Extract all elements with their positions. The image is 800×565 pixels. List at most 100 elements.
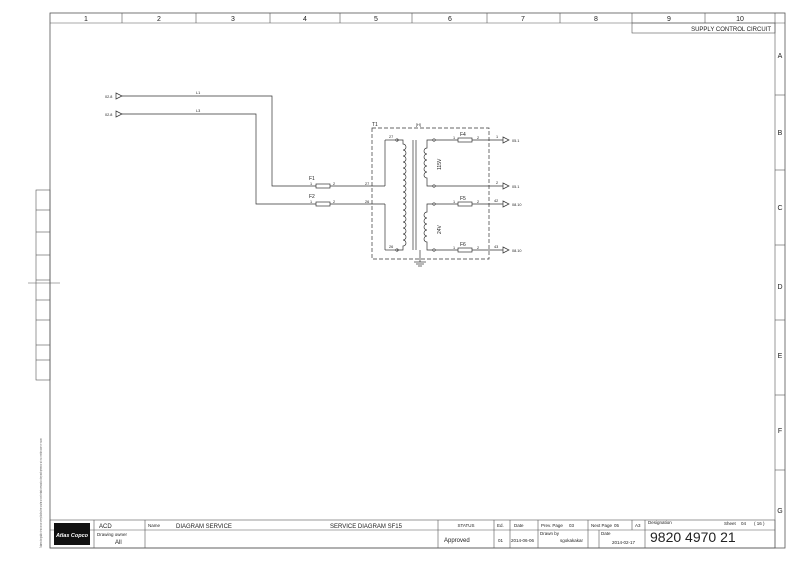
- wire-num: 26: [365, 200, 369, 204]
- ed: 01: [498, 538, 504, 543]
- output-arrow: [502, 182, 510, 190]
- col-num: 2: [157, 16, 161, 23]
- output-ref: 05.1: [512, 139, 519, 143]
- col-num: 5: [374, 16, 378, 23]
- wire-num: 2: [496, 181, 498, 185]
- output-ref: 08.10: [512, 249, 522, 253]
- title-box: [631, 22, 776, 34]
- drawing-subtitle: SERVICE DIAGRAM SF15: [330, 524, 403, 530]
- date2: 2014-02-17: [612, 540, 636, 545]
- title-block-text: Atlas Copco ACD Drawing owner All Name D…: [54, 520, 765, 546]
- designation-label: Designation: [648, 520, 672, 525]
- next-page: 05: [614, 523, 620, 528]
- pin: 2: [333, 182, 335, 186]
- wire-num: 27: [389, 135, 393, 139]
- input-ref: 02.8: [105, 95, 112, 99]
- status: Approved: [444, 538, 470, 544]
- fuse-label: F2: [309, 194, 315, 200]
- status-label: STATUS: [457, 523, 474, 528]
- date2-label: Date: [601, 531, 611, 536]
- name-label: Name: [148, 523, 161, 528]
- row-letter: A: [778, 53, 783, 60]
- transformer-enclosure: [371, 127, 490, 260]
- col-num: 4: [303, 16, 307, 23]
- input-arrow: [115, 110, 123, 118]
- title-block: [49, 519, 776, 549]
- col-num: 1: [84, 16, 88, 23]
- frame-outer: [49, 12, 786, 549]
- col-num: 8: [594, 16, 598, 23]
- circuit-diagram: [115, 92, 510, 267]
- fuse-f2: [315, 201, 331, 207]
- col-num: 10: [736, 16, 744, 23]
- col-num: 6: [448, 16, 452, 23]
- next-label: Next Page: [591, 523, 613, 528]
- output-ref: 05.1: [512, 185, 519, 189]
- date-label: Date: [514, 523, 524, 528]
- prev-label: Prev. Page: [541, 523, 563, 528]
- drawing-name: DIAGRAM SERVICE: [176, 524, 232, 530]
- owner-label: Drawing owner: [97, 532, 128, 537]
- row-letter: G: [777, 508, 782, 515]
- pin: 1: [310, 200, 312, 204]
- row-letter: D: [777, 284, 782, 291]
- voltage-24v: 24V: [437, 224, 443, 234]
- wire-label-l3: L3: [196, 109, 200, 113]
- row-letter: C: [777, 205, 782, 212]
- drawn-label: Drawn by: [540, 531, 560, 536]
- column-dividers: [121, 13, 706, 23]
- pin: 2: [477, 200, 479, 204]
- left-margin-boxes: [28, 189, 60, 381]
- col-num: 7: [521, 16, 525, 23]
- fuse-f6: [457, 247, 473, 253]
- company-logo-text: Atlas Copco: [55, 533, 89, 539]
- output-arrow: [502, 200, 510, 208]
- legal-note: This document or drawing and all the inf…: [39, 438, 43, 548]
- diagram-labels: 02.8 02.8 L1 L3 F1 1 2 F2 1 2 T1 [H] 27 …: [105, 91, 522, 253]
- primary-coil: [397, 139, 407, 251]
- col-num: 9: [667, 16, 671, 23]
- designation: 9820 4970 21: [650, 529, 736, 545]
- company-logo: [54, 523, 90, 545]
- pin: 1: [453, 136, 455, 140]
- wire-num: 1: [496, 135, 498, 139]
- wire-num: 27: [365, 182, 369, 186]
- sheet-number: 04: [741, 521, 747, 526]
- fuse-label: F1: [309, 176, 315, 182]
- fuse-label: F4: [460, 132, 466, 138]
- pin: 1: [453, 246, 455, 250]
- code: ACD: [99, 524, 112, 530]
- prev-page: 03: [569, 523, 575, 528]
- input-ref: 02.8: [105, 113, 112, 117]
- pin: 2: [477, 136, 479, 140]
- pin: 1: [453, 200, 455, 204]
- fuse-label: F5: [460, 196, 466, 202]
- wire-l3: [122, 113, 316, 205]
- sheet-label: Sheet: [724, 521, 737, 526]
- secondary-coil-24v: [423, 203, 433, 251]
- secondary-coil-115v: [423, 139, 433, 187]
- fuse-f1: [315, 183, 331, 189]
- row-letters: A B C D E F G: [777, 53, 782, 515]
- col-num: 3: [231, 16, 235, 23]
- pin: 2: [333, 200, 335, 204]
- row-letter: F: [778, 428, 782, 435]
- pin: 2: [477, 246, 479, 250]
- fuse-f5: [457, 201, 473, 207]
- output-arrow: [502, 136, 510, 144]
- pin: 1: [310, 182, 312, 186]
- ed-label: Ed.: [497, 523, 504, 528]
- input-arrow: [115, 92, 123, 100]
- wire-num: 26: [389, 245, 393, 249]
- drawn-by: sgokakakar: [560, 538, 584, 543]
- column-numbers: 1 2 3 4 5 6 7 8 9 10: [84, 16, 744, 23]
- transformer-label: T1: [372, 122, 378, 128]
- date: 2014-06-06: [511, 538, 535, 543]
- output-arrow: [502, 246, 510, 254]
- owner: All: [115, 540, 122, 546]
- output-ref: 08.10: [512, 203, 522, 207]
- wire-num: 43: [494, 245, 498, 249]
- wire-label-l1: L1: [196, 91, 200, 95]
- voltage-115v: 115V: [437, 158, 443, 170]
